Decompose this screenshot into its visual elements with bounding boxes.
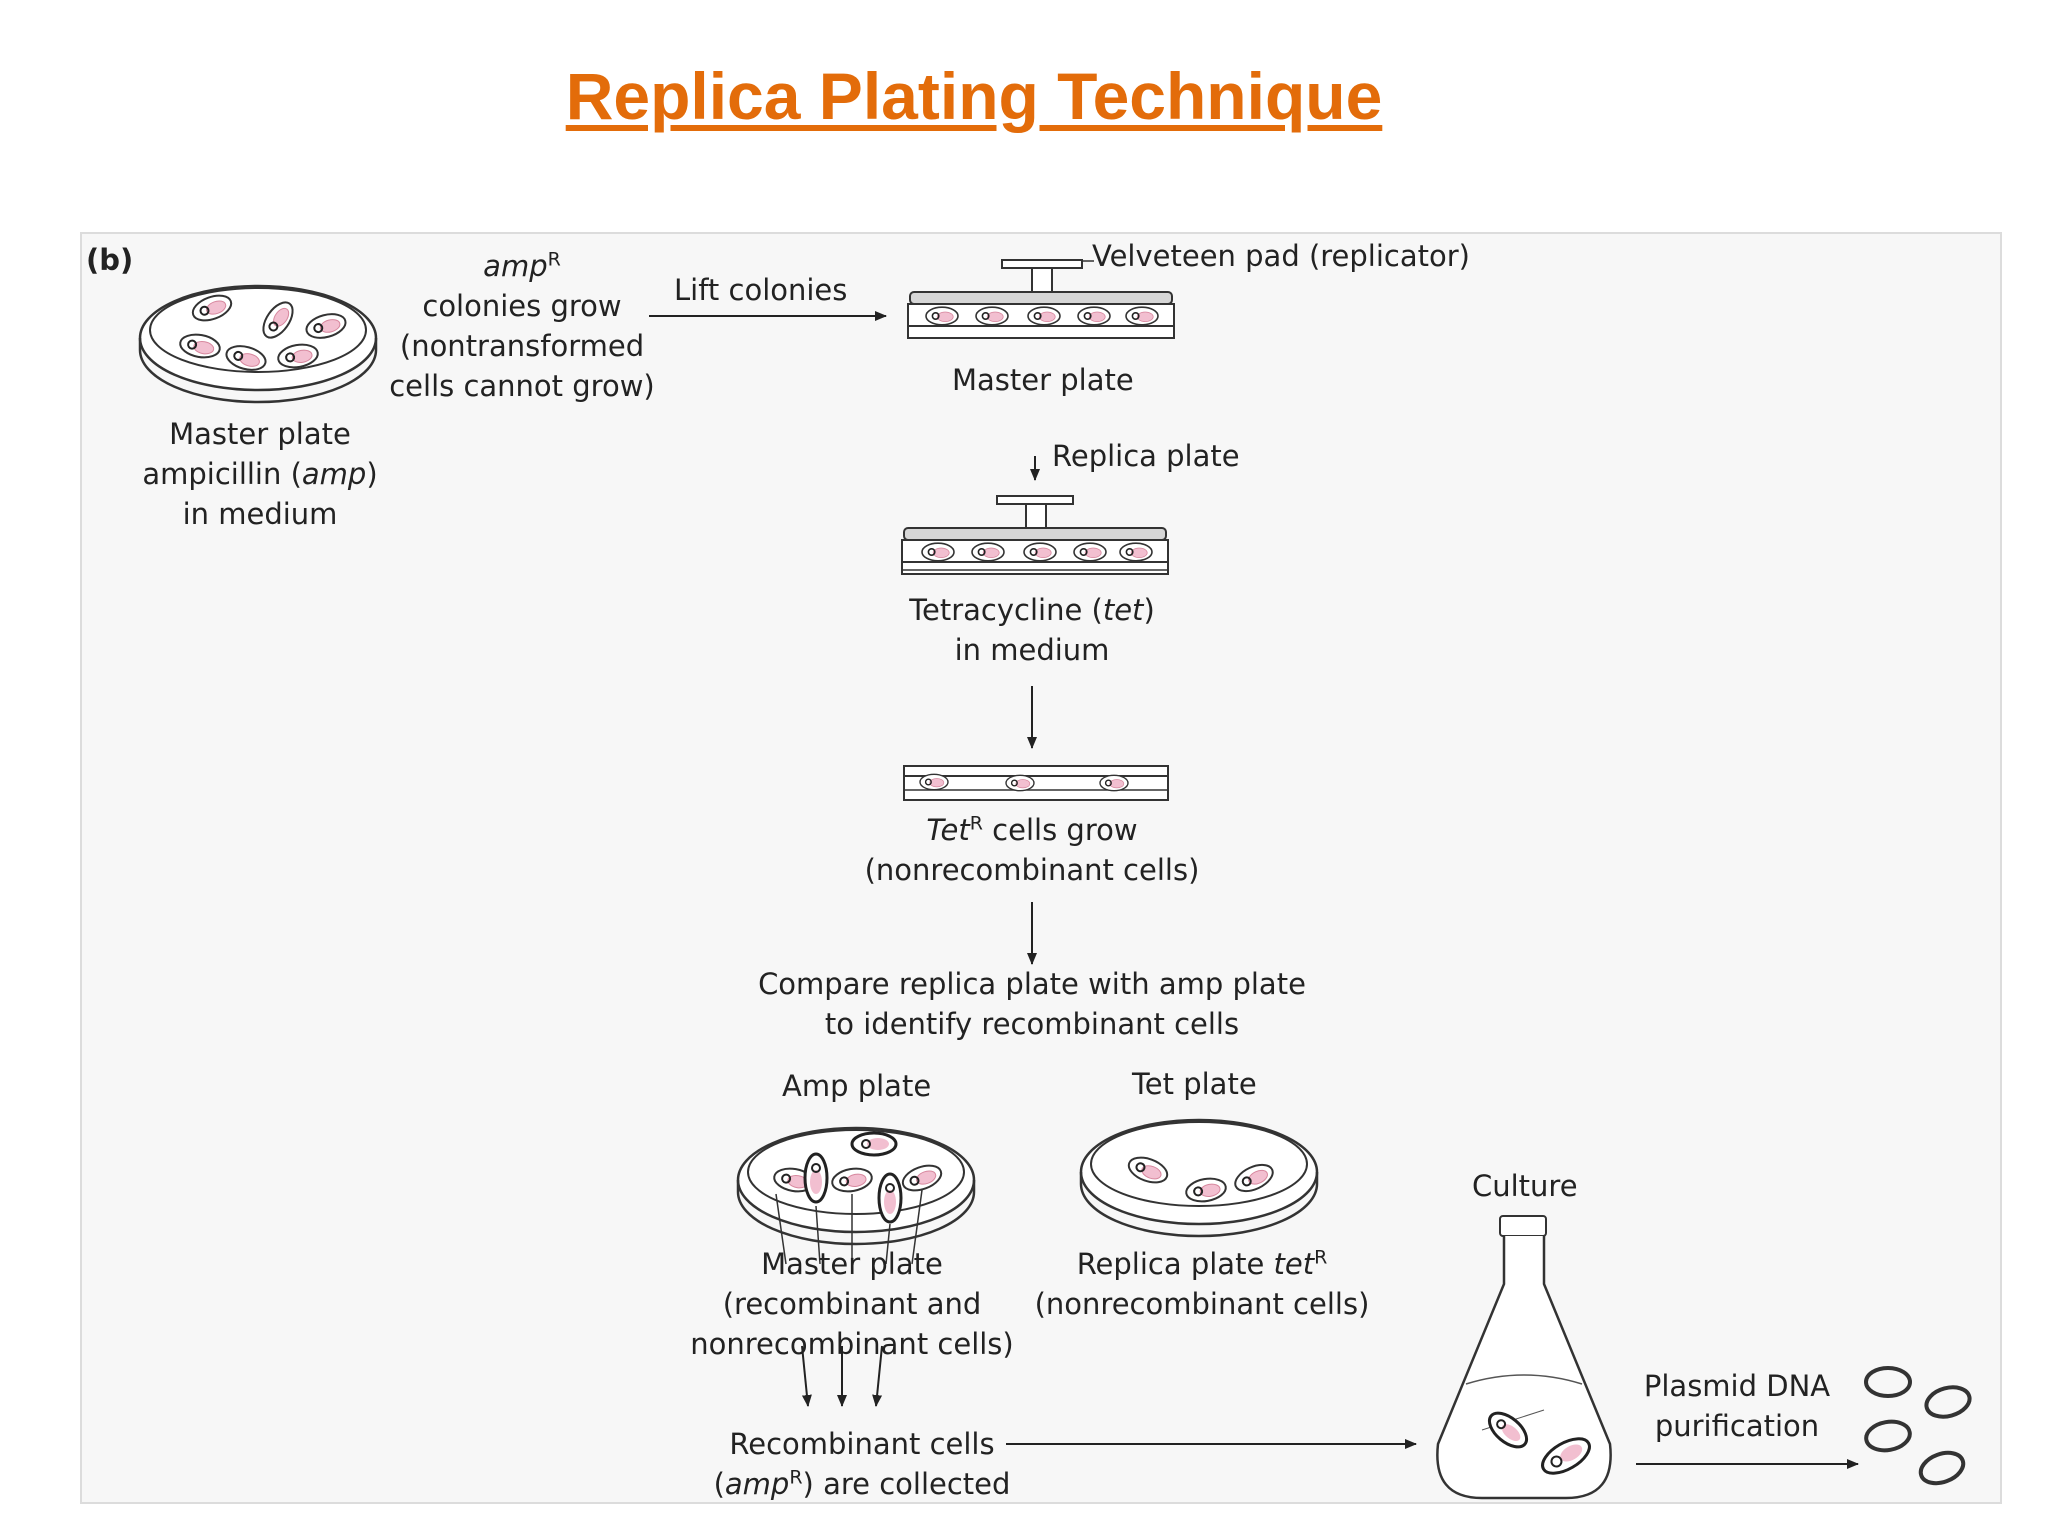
master-plate-label: Master plate [952, 363, 1134, 397]
replica-plate-label: Replica plate [1052, 439, 1240, 473]
recombinant-collected-label: Recombinant cells (ampR) are collected [713, 1427, 1011, 1501]
petri-dish-master [907, 303, 1175, 339]
plasmid-purification-label: Plasmid DNA purification [1643, 1369, 1831, 1443]
amp-r-colonies-label: ampR colonies grow (nontransformed cells… [389, 248, 655, 403]
velveteen-pad-label: Velveteen pad (replicator) [1092, 239, 1470, 273]
compare-label: Compare replica plate with amp plate to … [758, 967, 1306, 1041]
tet-r-cells-label: TetR cells grow (nonrecombinant cells) [864, 812, 1200, 887]
replica-plating-diagram: (b) Master plate ampicillin (amp) in med… [80, 232, 2002, 1504]
petri-dish-tet-r [903, 765, 1169, 801]
arrow-collect-3 [872, 1345, 883, 1407]
culture-label: Culture [1472, 1169, 1578, 1203]
amp-plate-label: Amp plate [782, 1069, 932, 1103]
petri-dish-tet-bottom [1079, 1118, 1319, 1238]
master-plate-bottom-label: Master plate (recombinant and nonrecombi… [690, 1247, 1014, 1361]
replicator-on-tet-plate [903, 495, 1167, 541]
petri-dish-master-amp [138, 284, 378, 404]
diagram-graphics [138, 259, 1975, 1500]
lift-colonies-label: Lift colonies [674, 273, 848, 307]
panel-label: (b) [86, 243, 134, 277]
arrow-collect-1 [801, 1345, 812, 1407]
petri-dish-tetracycline [901, 539, 1169, 575]
replica-plate-tet-label: Replica plate tetR (nonrecombinant cells… [1034, 1246, 1370, 1321]
petri-dish-amp-bottom [736, 1126, 976, 1265]
master-plate-amp-label: Master plate ampicillin (amp) in medium [142, 417, 378, 531]
tet-plate-label: Tet plate [1132, 1067, 1257, 1101]
tetracycline-label: Tetracycline (tet) in medium [909, 593, 1155, 667]
culture-flask [1436, 1215, 1612, 1500]
slide-title: Replica Plating Technique [565, 59, 1383, 133]
plasmid-rings [1861, 1366, 1975, 1491]
